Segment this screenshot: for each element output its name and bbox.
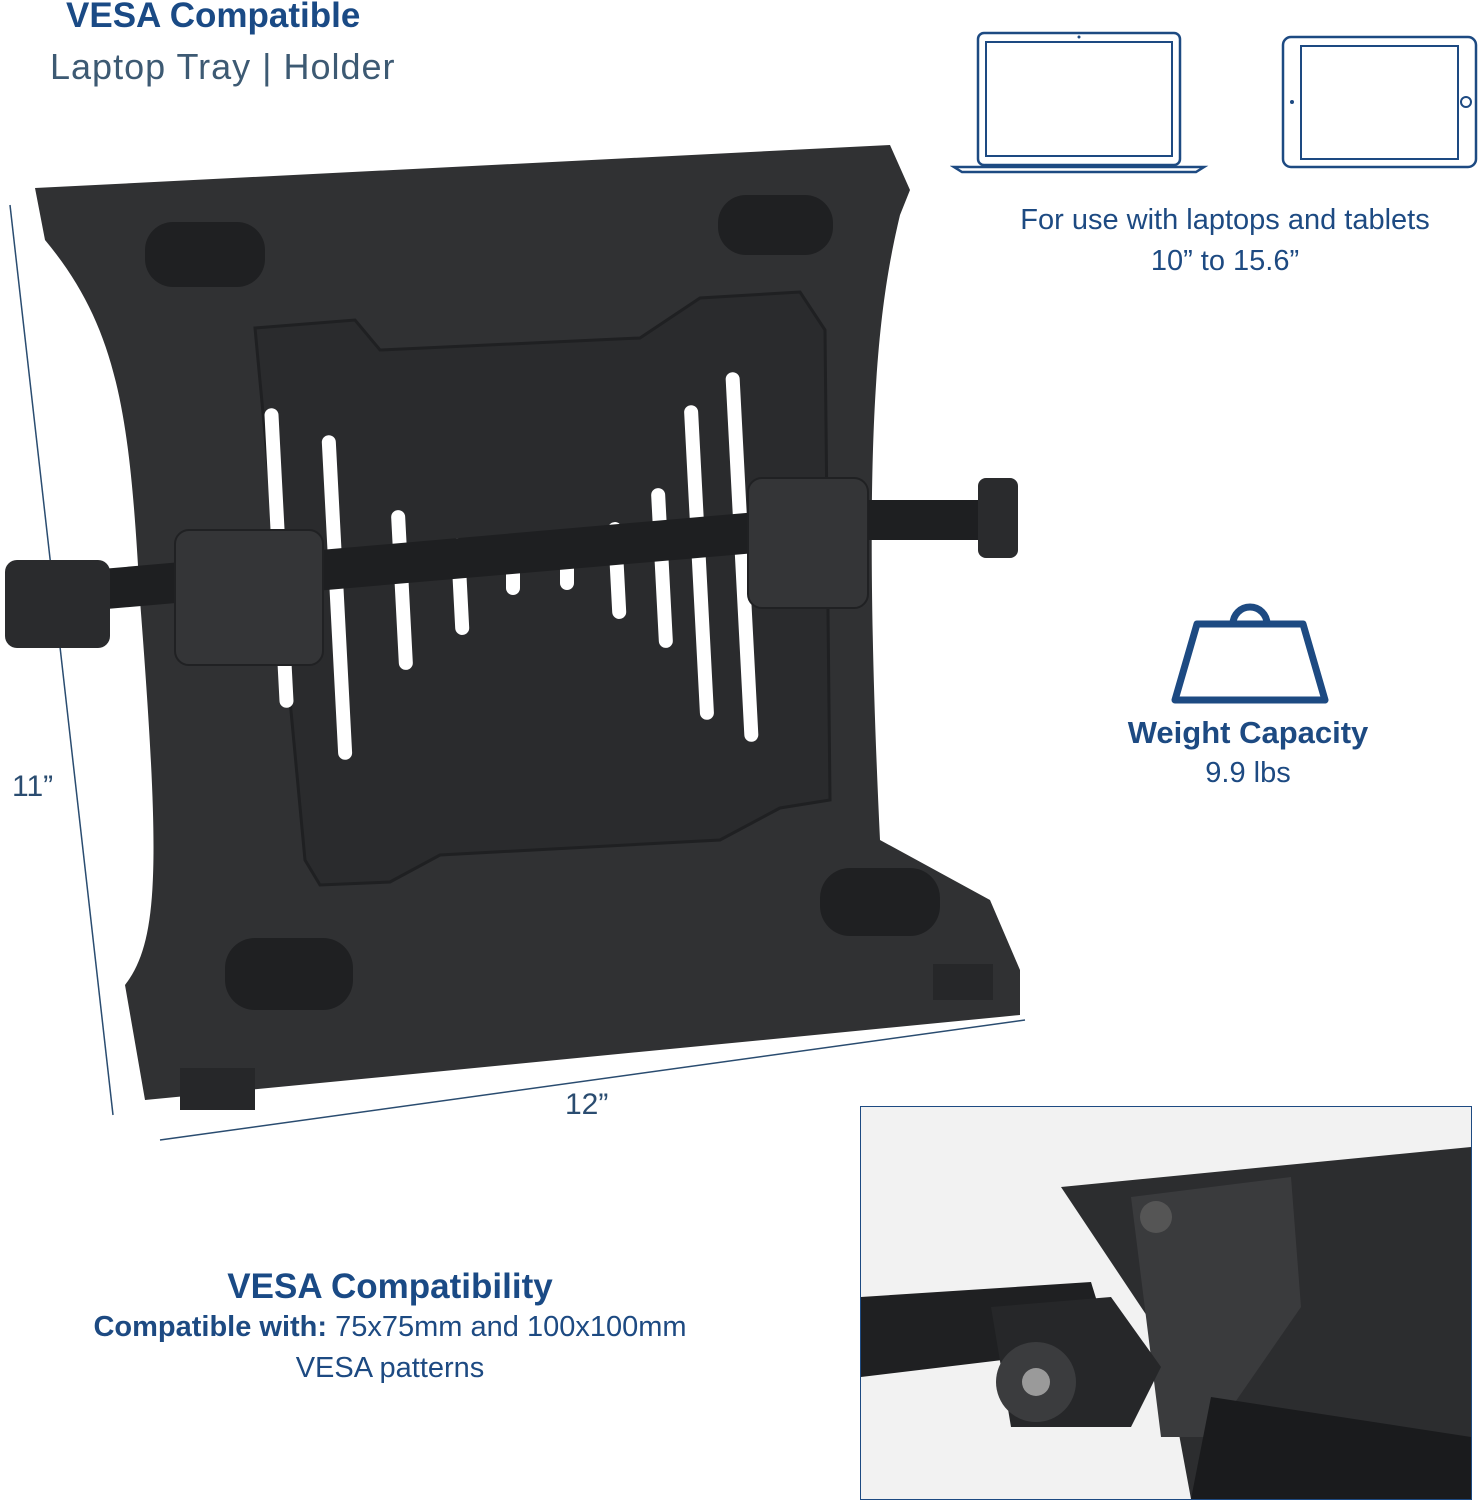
weight-icon bbox=[1171, 603, 1329, 704]
vesa-compatibility: VESA Compatibility Compatible with: 75x7… bbox=[30, 1266, 750, 1389]
device-text-line1: For use with laptops and tablets bbox=[1020, 204, 1430, 236]
device-size-range: 10” to 15.6” bbox=[1150, 245, 1300, 277]
tablet-icon bbox=[1281, 35, 1478, 169]
vesa-line2: VESA patterns bbox=[295, 1352, 485, 1384]
header-subtitle: Laptop Tray | Holder bbox=[50, 46, 396, 87]
vesa-label: Compatible with: bbox=[93, 1311, 328, 1343]
weight-capacity: Weight Capacity 9.9 lbs bbox=[1110, 712, 1386, 794]
vesa-title: VESA Compatibility bbox=[227, 1267, 553, 1306]
width-dimension: 12” bbox=[565, 1088, 609, 1121]
header-title: VESA Compatible bbox=[66, 0, 361, 35]
laptop-icon bbox=[950, 31, 1209, 174]
device-compatibility-text: For use with laptops and tablets 10” to … bbox=[990, 200, 1460, 282]
vesa-value: 75x75mm and 100x100mm bbox=[327, 1311, 687, 1343]
height-dimension: 11” bbox=[12, 770, 54, 803]
weight-value: 9.9 lbs bbox=[1205, 757, 1291, 789]
mount-closeup-photo bbox=[860, 1106, 1472, 1500]
laptop-tray-image bbox=[5, 145, 1026, 1141]
weight-label: Weight Capacity bbox=[1127, 715, 1369, 750]
